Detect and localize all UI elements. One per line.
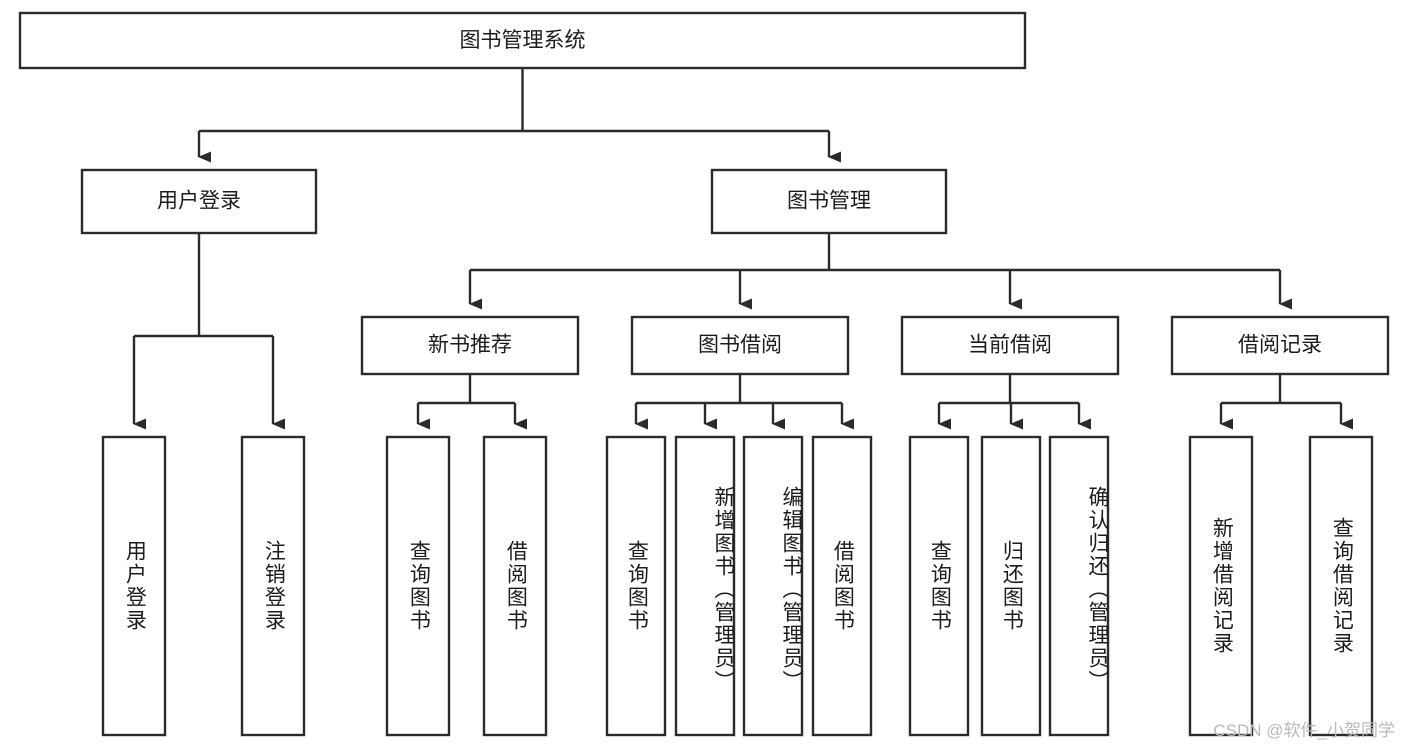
node-new-book-recommend-label: 新书推荐 [428,334,512,357]
connector-group-root [197,68,841,163]
node-current-borrow-box[interactable] [900,315,1120,376]
connector-group-current-borrow [937,374,1091,430]
node-leaf-logout-label: 注销登录 [262,540,286,632]
connector-group-borrow-record [1219,374,1353,430]
node-book-borrow[interactable]: 图书借阅 [630,315,850,376]
node-book-borrow-label: 图书借阅 [698,334,782,357]
node-book-manage[interactable]: 图书管理 [710,168,948,235]
connector-group-new-book-recommend [416,374,527,430]
node-leaf-query-book-2-box[interactable] [605,435,667,737]
node-new-book-recommend[interactable]: 新书推荐 [360,315,580,376]
node-leaf-logout-box[interactable] [240,435,306,737]
connector-group-book-borrow [634,374,854,430]
node-leaf-edit-book-box[interactable] [742,435,804,737]
node-leaf-add-borrow-record-box[interactable] [1188,435,1254,737]
node-current-borrow[interactable]: 当前借阅 [900,315,1120,376]
node-leaf-borrow-book-1-label: 借阅图书 [504,540,528,632]
node-root-label: 图书管理系统 [460,29,586,52]
node-leaf-borrow-book-2-label: 借阅图书 [831,540,855,632]
connector-group-book-manage [468,233,1292,310]
node-leaf-add-book-label: 新增图书（管理员） [712,485,735,693]
node-leaf-borrow-book-2-box[interactable] [811,435,873,737]
node-leaf-query-book-3-label: 查询图书 [928,540,952,632]
node-user-login-box[interactable] [80,168,318,235]
node-book-manage-box[interactable] [710,168,948,235]
node-root-box[interactable] [18,11,1027,70]
node-leaf-confirm-return-box[interactable] [1048,435,1110,737]
node-book-manage-label: 图书管理 [787,190,871,213]
node-leaf-query-book-1-box[interactable] [385,435,451,737]
node-leaf-query-book-2-label: 查询图书 [625,540,649,632]
node-leaf-confirm-return-label: 确认归还（管理员） [1086,485,1109,693]
node-new-book-recommend-box[interactable] [360,315,580,376]
node-leaf-query-book-1-label: 查询图书 [407,540,431,632]
node-leaf-query-borrow-record-label: 查询借阅记录 [1330,517,1354,655]
node-book-borrow-box[interactable] [630,315,850,376]
node-leaf-borrow-book-1-box[interactable] [482,435,548,737]
node-leaf-query-borrow-record-box[interactable] [1308,435,1374,737]
node-leaf-return-book-box[interactable] [980,435,1042,737]
connector-group-user-login [132,233,285,430]
node-leaf-add-book-box[interactable] [674,435,736,737]
node-current-borrow-label: 当前借阅 [968,334,1052,357]
node-leaf-user-login-label: 用户登录 [123,540,147,632]
node-user-login[interactable]: 用户登录 [80,168,318,235]
node-leaf-user-login-box[interactable] [101,435,167,737]
node-borrow-record-box[interactable] [1170,315,1390,376]
node-borrow-record[interactable]: 借阅记录 [1170,315,1390,376]
node-leaf-add-borrow-record-label: 新增借阅记录 [1210,517,1234,655]
node-borrow-record-label: 借阅记录 [1238,334,1322,357]
node-leaf-return-book-label: 归还图书 [1000,540,1024,632]
leaf-boxes [101,435,1374,737]
node-leaf-query-book-3-box[interactable] [908,435,970,737]
node-leaf-edit-book-label: 编辑图书（管理员） [780,485,803,693]
node-user-login-label: 用户登录 [157,190,241,213]
node-root[interactable]: 图书管理系统 [18,11,1027,70]
